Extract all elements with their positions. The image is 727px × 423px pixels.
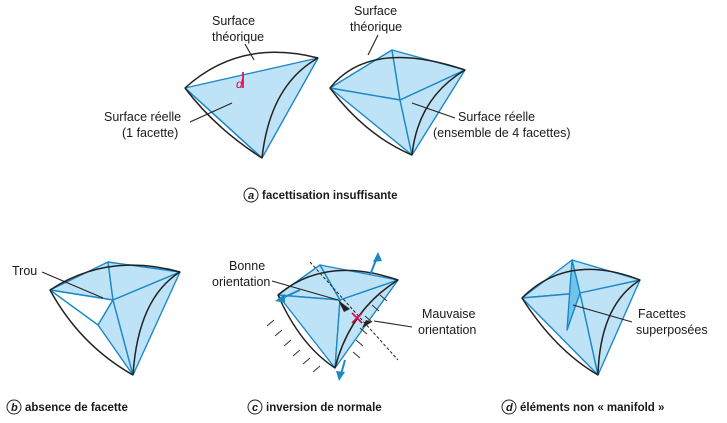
caption-d-text: éléments non « manifold »: [520, 402, 664, 414]
caption-c-text: inversion de normale: [266, 402, 382, 414]
panel-c-label-bonne-2: orientation: [212, 275, 270, 289]
panel-a-right-label-theorique: théorique: [350, 20, 402, 34]
panel-a-left-label-reelle: Surface réelle: [104, 110, 181, 124]
caption-a-letter: a: [248, 190, 254, 202]
panel-d-leader-facettes: [572, 304, 633, 323]
panel-a-left-leader-reelle: [189, 102, 233, 123]
panel-c-leader-bonne: [271, 280, 339, 301]
panel-c-label-mauvaise-1: Mauvaise: [422, 307, 476, 321]
panel-b-label-trou: Trou: [12, 264, 37, 278]
caption-b-circle: [6, 399, 22, 415]
caption-c-circle: [247, 399, 263, 415]
caption-a-circle: [243, 187, 259, 203]
panel-a-right-leader-theorique: [367, 34, 379, 56]
panel-c-label-bonne-1: Bonne: [229, 259, 265, 273]
caption-b-letter: b: [11, 402, 18, 414]
panel-c-leader-mauvaise: [373, 320, 413, 328]
panel-a-left-drawing: [184, 51, 319, 159]
caption-d-letter: d: [506, 402, 513, 414]
caption-a-text: facettisation insuffisante: [262, 190, 397, 202]
panel-a-right-label-surface: Surface: [354, 4, 397, 18]
caption-d-circle: [501, 399, 517, 415]
panel-a-right-label-reelle: Surface réelle: [458, 110, 535, 124]
panel-a-left-label-d: d: [236, 77, 243, 91]
panel-a-right-label-facettes: (ensemble de 4 facettes): [433, 126, 571, 140]
panel-b-drawing: [49, 261, 181, 376]
panel-d-label-facettes-1: Facettes: [638, 307, 686, 321]
panel-a-left-leader-theorique: [244, 43, 255, 61]
caption-c-letter: c: [252, 402, 258, 414]
panel-a-left-label-surface: Surface: [212, 14, 255, 28]
panel-a-right-drawing: [329, 49, 466, 156]
panel-a-right-leader-reelle: [411, 102, 456, 119]
panel-c-drawing: [266, 252, 399, 381]
panel-b-leader-trou: [41, 271, 104, 299]
panel-a-left-label-facettes: (1 facette): [122, 126, 178, 140]
caption-b-text: absence de facette: [25, 402, 128, 414]
panel-d-label-facettes-2: superposées: [636, 323, 708, 337]
panel-a-left-label-theorique: théorique: [212, 30, 264, 44]
panel-c-label-mauvaise-2: orientation: [418, 323, 476, 337]
panel-d-drawing: [521, 259, 641, 376]
